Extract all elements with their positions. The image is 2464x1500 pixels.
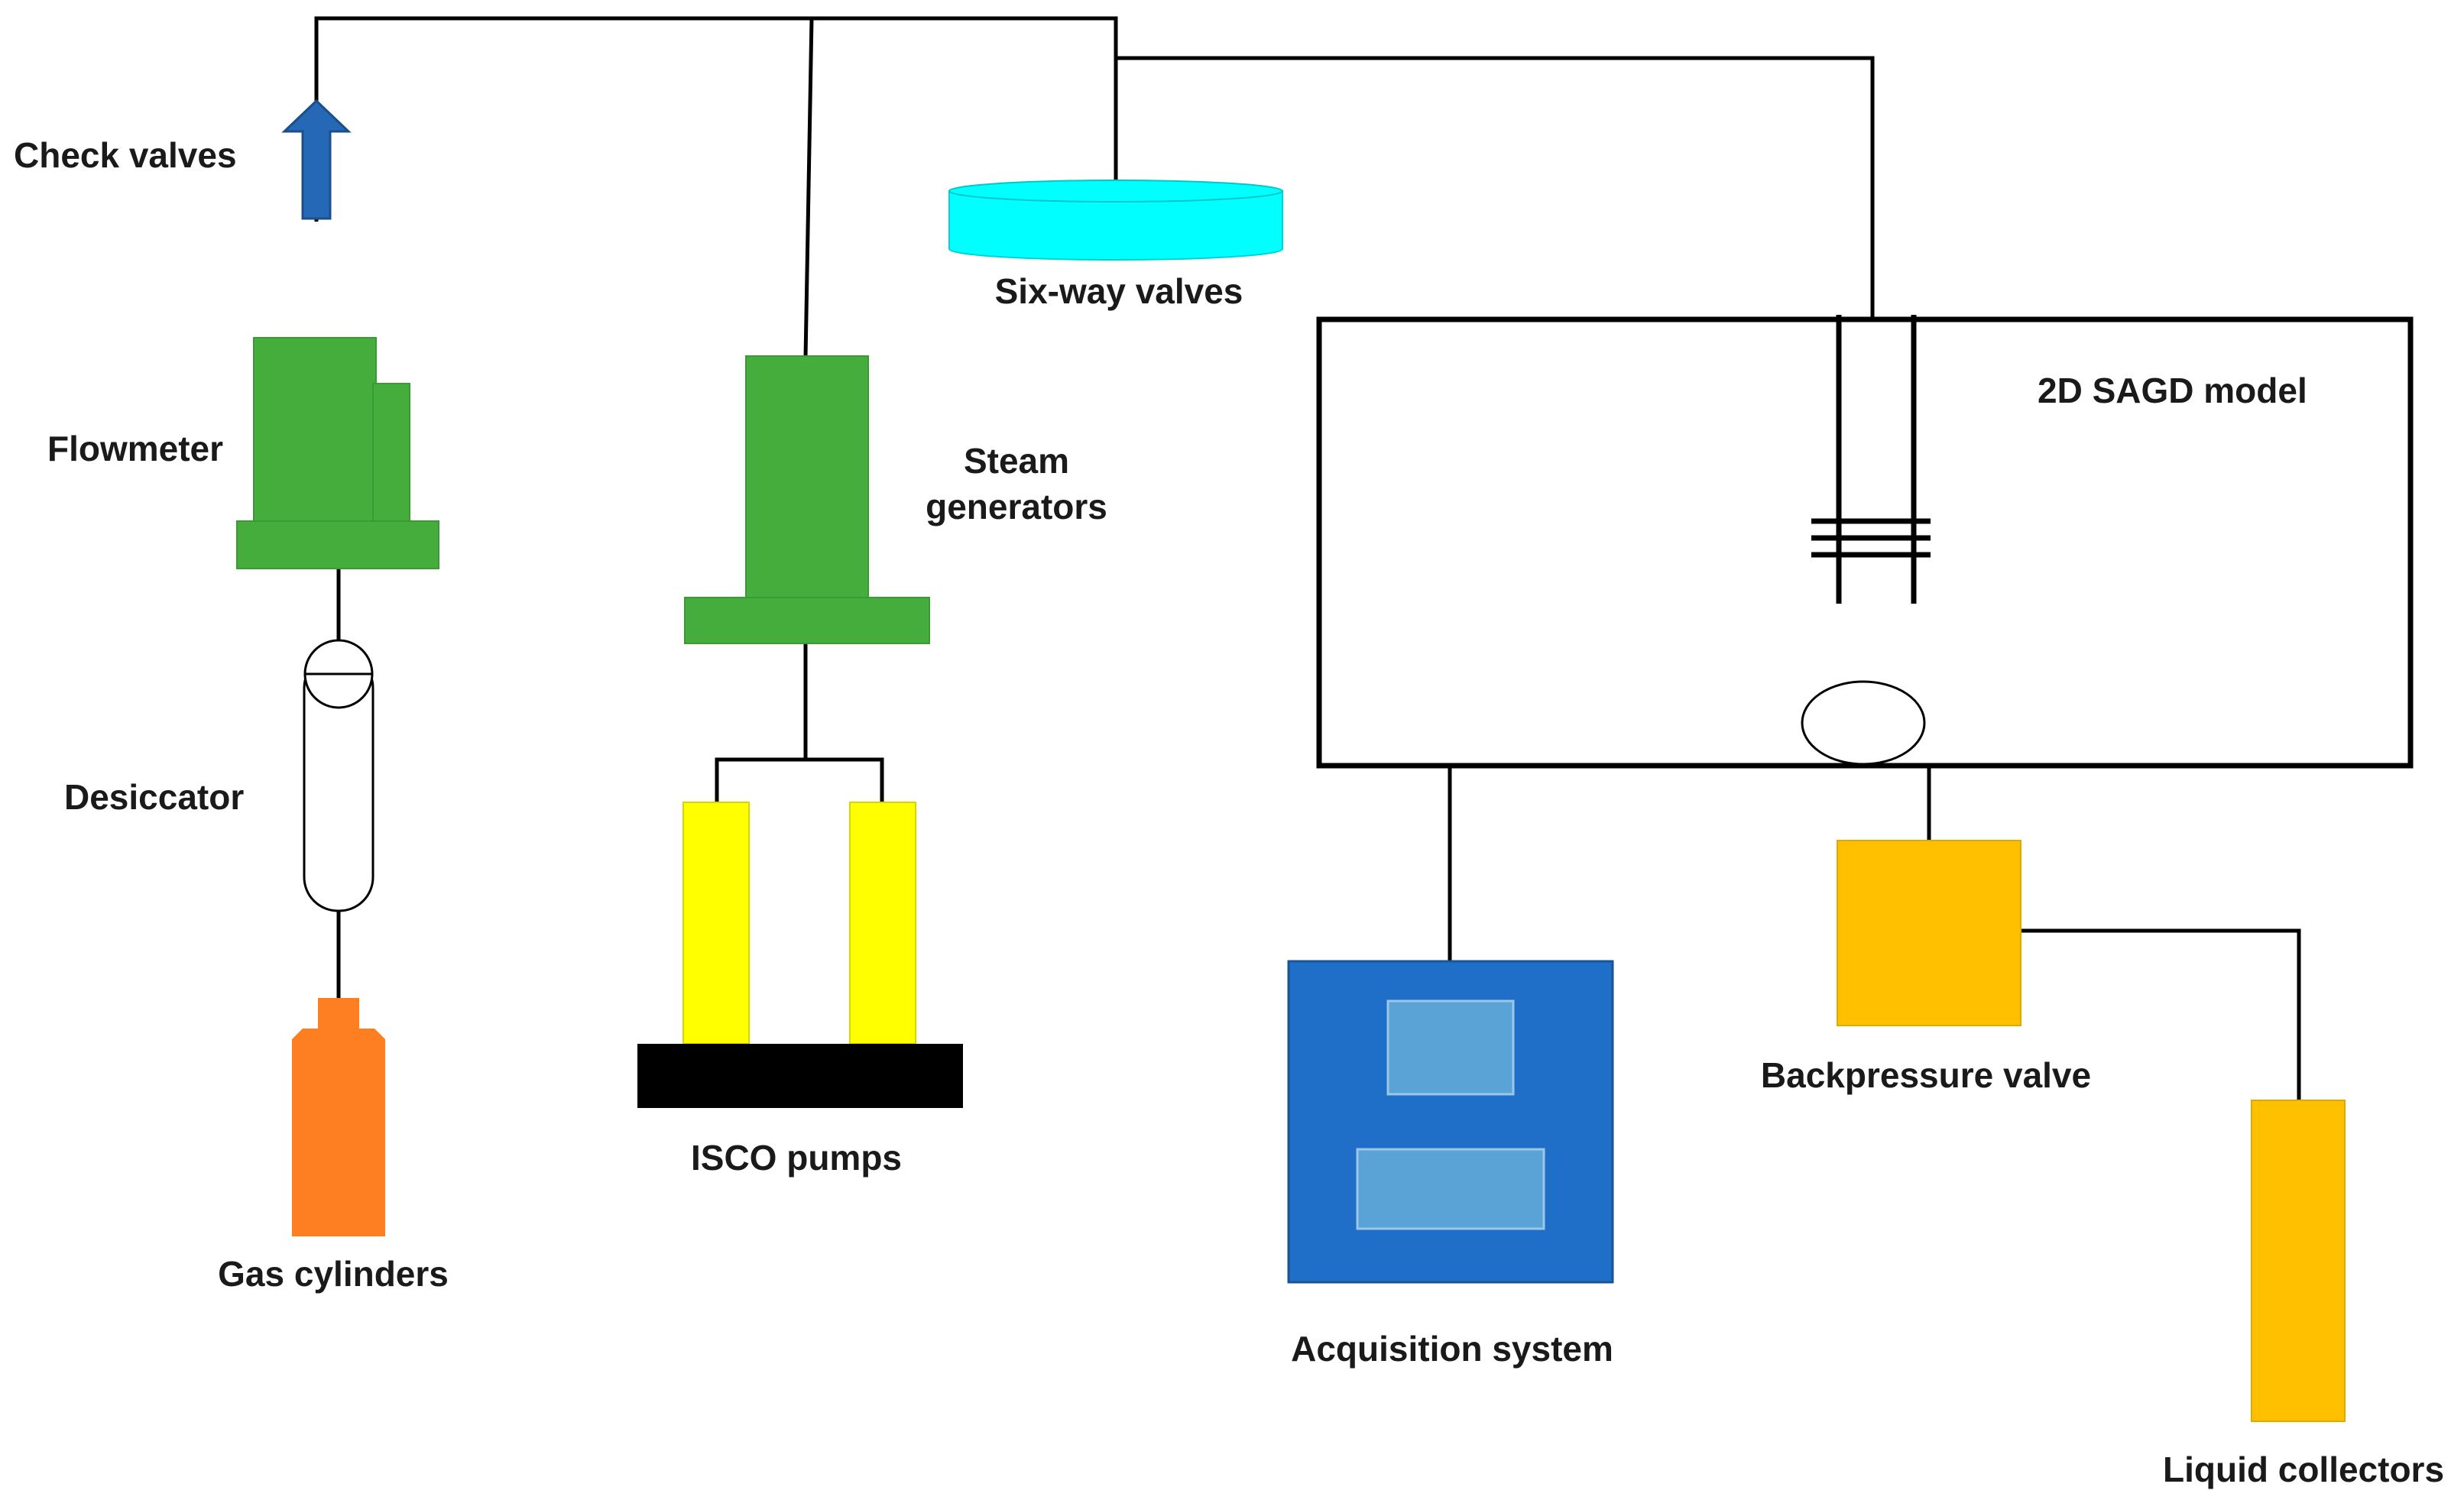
flowmeter-label: Flowmeter: [47, 429, 224, 468]
check-valve-arrow-icon: [281, 99, 352, 220]
production-outlet-icon: [1801, 680, 1926, 766]
six-way-valves-label: Six-way valves: [994, 271, 1243, 311]
desiccator-icon: [303, 639, 374, 912]
backpressure-valve-label: Backpressure valve: [1760, 1055, 2092, 1095]
sagd-model-box: [1316, 315, 2414, 769]
liquid-collector-icon: [2251, 1100, 2346, 1422]
gas-cylinders-label: Gas cylinders: [218, 1254, 449, 1294]
steam-to-pump-2-line: [806, 757, 884, 802]
model-injection-line: [1116, 56, 1875, 319]
isco-pumps-icon: [637, 802, 963, 1108]
steam-generator-icon: [684, 355, 930, 644]
steam-generator-feed-line: [803, 18, 814, 358]
gas-cylinder-icon: [292, 998, 385, 1236]
desiccator-label: Desiccator: [64, 777, 245, 817]
six-way-valve-icon: [948, 180, 1283, 261]
backpressure-to-collector-line: [2019, 928, 2301, 1100]
steam-generators-label: Steam generators: [926, 441, 1107, 526]
well-pair-icon: [1811, 315, 1931, 604]
liquid-collectors-label: Liquid collectors: [2163, 1450, 2445, 1489]
flowmeter-icon: [236, 337, 439, 569]
sagd-model-label: 2D SAGD model: [2038, 371, 2307, 410]
backpressure-valve-icon: [1837, 840, 2021, 1026]
isco-pumps-label: ISCO pumps: [690, 1138, 903, 1178]
check-valves-label: Check valves: [14, 135, 237, 175]
steam-to-pumps-line: [715, 642, 808, 802]
acquisition-system-label: Acquisition system: [1291, 1329, 1613, 1369]
acquisition-system-icon: [1287, 960, 1614, 1284]
